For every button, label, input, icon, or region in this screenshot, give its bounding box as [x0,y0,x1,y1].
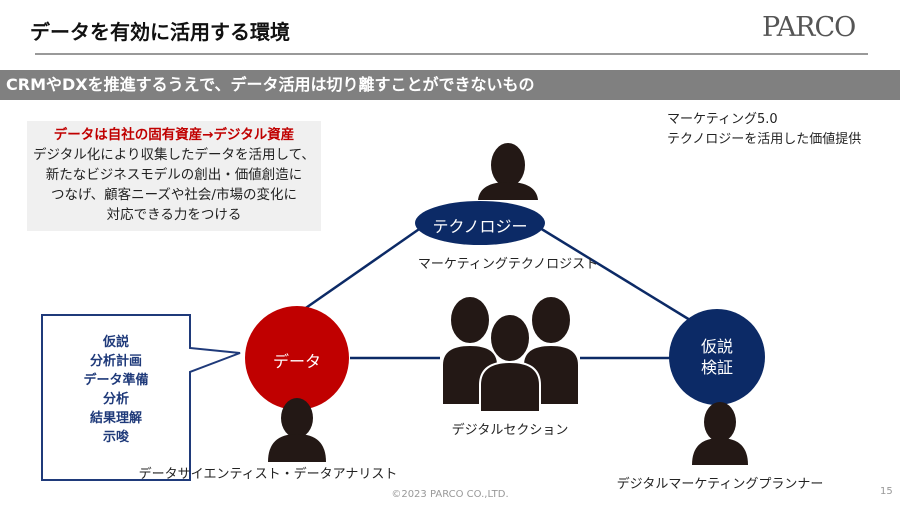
analyst-label: データサイエンティスト・データアナリスト [138,467,398,482]
info-box: データは自社の固有資産→デジタル資産 デジタル化により収集したデータを活用して、… [27,121,321,231]
page-title: データを有効に活用する環境 [30,20,290,44]
callout-item: 仮説 [102,335,129,350]
hypothesis-label: 仮説 検証 [669,336,765,378]
technology-label: テクノロジー [432,217,528,236]
technology-node [415,201,545,245]
data-label: データ [272,352,321,371]
person-icon [478,143,538,200]
section-banner: CRMやDXを推進するうえで、データ活用は切り離すことができないもの [0,70,900,100]
callout-item: データ準備 [83,373,149,388]
technologist-label: マーケティングテクノロジスト [417,257,599,272]
hypothesis-node [669,309,765,405]
parco-logo: PARCO [762,12,856,43]
callout-text: 仮説 分析計画 データ準備 分析 結果理解 示唆 [42,333,190,447]
info-line: 新たなビジネスモデルの創出・価値創造に [45,167,303,183]
info-line: 対応できる力をつける [106,207,242,223]
section-label: デジタルセクション [451,423,569,438]
person-icon [692,402,748,465]
connector-line [534,223,691,322]
copyright: ©2023 PARCO CO.,LTD. [391,489,509,500]
callout-item: 結果理解 [89,411,142,426]
person-icon [268,398,326,462]
marketing-desc: テクノロジーを活用した価値提供 [667,132,862,147]
info-line: つなげ、顧客ニーズや社会/市場の変化に [51,187,297,203]
callout-item: 示唆 [102,430,129,445]
info-line: デジタル化により収集したデータを活用して、 [33,147,315,163]
callout-bubble [41,314,241,481]
hypothesis-line: 検証 [700,358,733,377]
marketing-note: マーケティング5.0 テクノロジーを活用した価値提供 [667,110,861,150]
marketing-title: マーケティング5.0 [667,112,778,127]
callout-item: 分析計画 [89,354,142,369]
planner-label: デジタルマーケティングプランナー [616,477,824,492]
connector-line [299,223,426,314]
data-node [245,306,349,410]
info-headline: データは自社の固有資産→デジタル資産 [53,127,295,143]
hypothesis-line: 仮説 [700,337,733,356]
group-icon [441,295,580,413]
callout-item: 分析 [102,392,129,407]
page-number: 15 [880,486,893,497]
divider [35,53,868,55]
